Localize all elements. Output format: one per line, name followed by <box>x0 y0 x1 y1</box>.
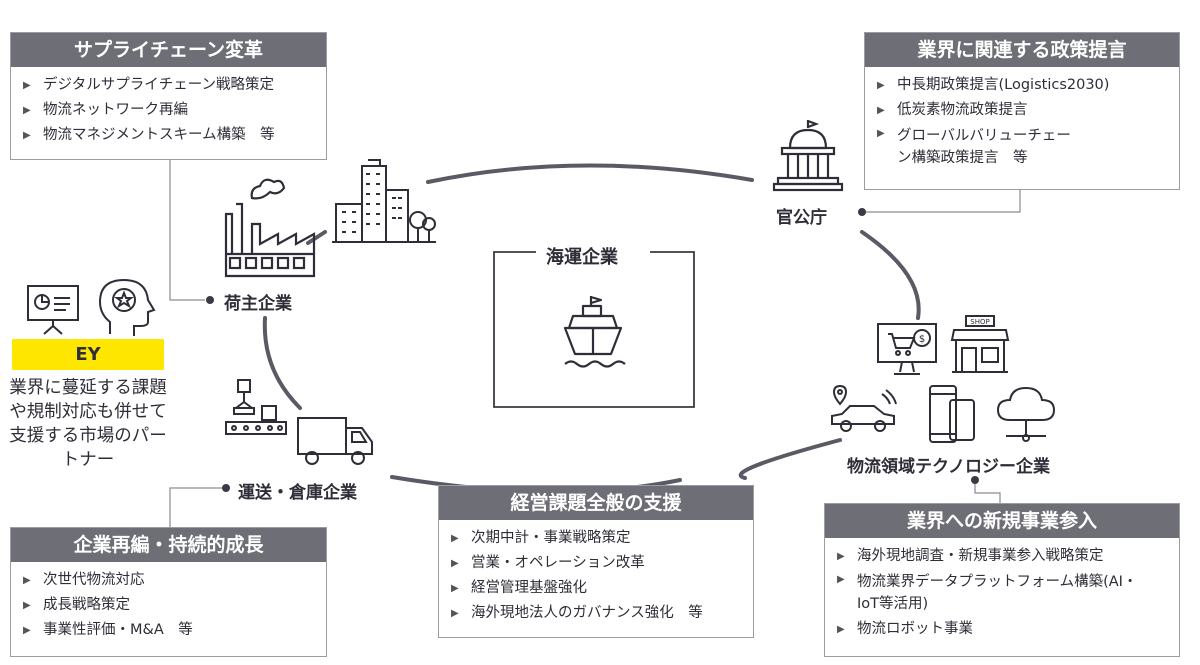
bullet-arrow-icon: ▶ <box>23 625 31 636</box>
ey-badge: EY <box>12 339 164 370</box>
list-item: ▶営業・オペレーション改革 <box>451 551 743 576</box>
box-supply-chain: サプライチェーン変革 ▶デジタルサプライチェーン戦略策定 ▶物流ネットワーク再編… <box>10 32 327 160</box>
list-item: ▶物流業界データプラットフォーム構築(AI・IoT等活用) <box>837 569 1157 617</box>
list-item: ▶次世代物流対応 <box>23 568 316 593</box>
bullet-arrow-icon: ▶ <box>877 80 885 91</box>
box-supply-chain-title: サプライチェーン変革 <box>11 33 326 67</box>
box-policy: 業界に関連する政策提言 ▶中長期政策提言(Logistics2030) ▶低炭素… <box>864 32 1180 190</box>
list-item: ▶物流マネジメントスキーム構築 等 <box>23 123 316 148</box>
government-building-icon <box>772 119 844 192</box>
connector-dot-tech <box>971 476 979 484</box>
node-transport: 運送・倉庫企業 <box>238 483 357 503</box>
warehouse-robot-icon <box>225 379 287 435</box>
node-logistics-tech: 物流領域テクノロジー企業 <box>847 457 1050 477</box>
shop-sign: SHOP <box>970 318 989 326</box>
bullet-arrow-icon: ▶ <box>451 583 459 594</box>
box-new-business: 業界への新規事業参入 ▶海外現地調査・新規事業参入戦略策定 ▶物流業界データプラ… <box>824 503 1180 657</box>
list-item: ▶中長期政策提言(Logistics2030) <box>877 73 1169 98</box>
bullet-arrow-icon: ▶ <box>23 575 31 586</box>
smartphone-tablet-icon <box>929 385 975 443</box>
list-item: ▶物流ロボット事業 <box>837 617 1169 642</box>
bullet-arrow-icon: ▶ <box>837 574 845 585</box>
list-item: ▶グローバルバリューチェーン構築政策提言 等 <box>877 123 1077 171</box>
box-new-business-title: 業界への新規事業参入 <box>825 504 1179 538</box>
cycle-arc-bottom <box>738 438 842 480</box>
bullet-arrow-icon: ▶ <box>877 105 885 116</box>
bullet-arrow-icon: ▶ <box>23 130 31 141</box>
bullet-arrow-icon: ▶ <box>837 551 845 562</box>
box-management: 経営課題全般の支援 ▶次期中計・事業戦略策定 ▶営業・オペレーション改革 ▶経営… <box>438 485 754 638</box>
buildings-icon <box>332 159 436 243</box>
delivery-truck-icon <box>297 417 373 465</box>
connector-policy <box>865 190 1021 213</box>
factory-icon <box>224 178 316 278</box>
ship-icon <box>563 295 626 368</box>
bullet-arrow-icon: ▶ <box>451 533 459 544</box>
list-item: ▶海外現地調査・新規事業参入戦略策定 <box>837 544 1169 569</box>
list-item: ▶海外現地法人のガバナンス強化 等 <box>451 601 743 626</box>
head-star-icon <box>98 278 156 336</box>
presentation-board-icon <box>27 285 79 335</box>
connector-reorg <box>169 487 222 527</box>
node-government: 官公庁 <box>776 208 827 228</box>
box-reorg-title: 企業再編・持続的成長 <box>11 528 326 562</box>
list-item: ▶成長戦略策定 <box>23 593 316 618</box>
cycle-arc-top <box>426 163 754 184</box>
autonomous-car-icon <box>831 384 897 432</box>
box-reorg: 企業再編・持続的成長 ▶次世代物流対応 ▶成長戦略策定 ▶事業性評価・M&A 等 <box>10 527 327 657</box>
bullet-arrow-icon: ▶ <box>451 608 459 619</box>
cycle-arc-left <box>262 316 302 410</box>
list-item: ▶デジタルサプライチェーン戦略策定 <box>23 73 316 98</box>
bullet-arrow-icon: ▶ <box>23 105 31 116</box>
connector-supply-chain <box>169 160 205 301</box>
connector-dot-shipper <box>206 296 214 304</box>
ecommerce-monitor-icon: $ <box>877 323 937 375</box>
list-item: ▶物流ネットワーク再編 <box>23 98 316 123</box>
ey-description: 業界に蔓延する課題や規制対応も併せて支援する市場のパートナー <box>9 378 167 470</box>
center-label: 海運企業 <box>546 247 618 268</box>
cycle-arc-right <box>860 230 921 320</box>
coin-symbol: $ <box>919 334 925 345</box>
bullet-arrow-icon: ▶ <box>877 128 885 139</box>
list-item: ▶経営管理基盤強化 <box>451 576 743 601</box>
list-item: ▶事業性評価・M&A 等 <box>23 618 316 643</box>
list-item: ▶次期中計・事業戦略策定 <box>451 526 743 551</box>
bullet-arrow-icon: ▶ <box>451 558 459 569</box>
connector-dot-government <box>858 208 866 216</box>
cycle-arc-shipper <box>306 230 327 245</box>
box-policy-title: 業界に関連する政策提言 <box>865 33 1179 67</box>
node-shipper: 荷主企業 <box>224 294 292 314</box>
shop-icon: SHOP <box>950 315 1010 373</box>
bullet-arrow-icon: ▶ <box>23 600 31 611</box>
center-frame <box>493 251 695 408</box>
bullet-arrow-icon: ▶ <box>837 624 845 635</box>
bullet-arrow-icon: ▶ <box>23 80 31 91</box>
connector-new-business <box>974 480 1001 503</box>
connector-dot-transport <box>222 484 230 492</box>
list-item: ▶低炭素物流政策提言 <box>877 98 1169 123</box>
box-management-title: 経営課題全般の支援 <box>439 486 753 520</box>
cloud-network-icon <box>996 386 1056 442</box>
